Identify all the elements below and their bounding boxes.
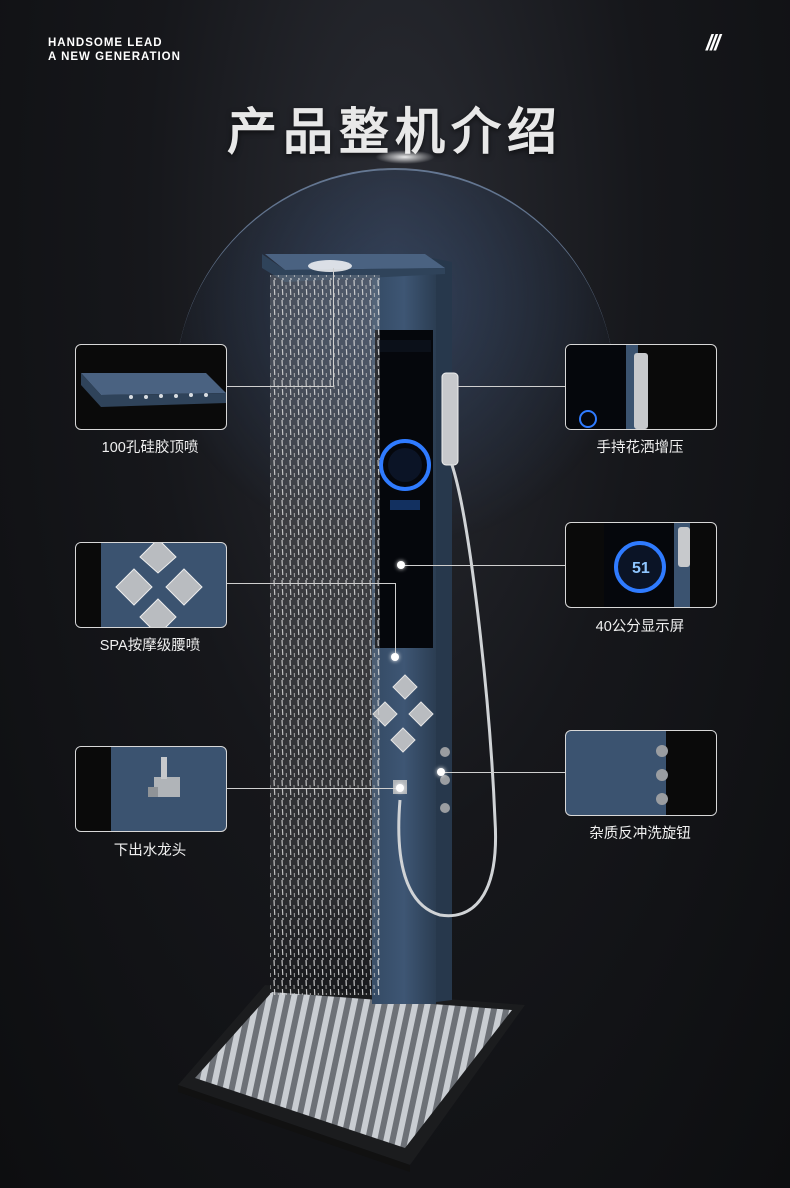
rain-shower-head-icon (81, 373, 226, 407)
connector-line (226, 788, 401, 789)
callout-massage-jets (75, 542, 227, 628)
connector-line (458, 386, 565, 387)
connector-line (226, 386, 334, 387)
caption-bottom-faucet: 下出水龙头 (113, 843, 187, 859)
hand-shower-icon (566, 345, 648, 429)
tagline-line1: HANDSOME LEAD (48, 37, 163, 49)
caption-massage-jets: SPA按摩级腰喷 (99, 638, 201, 654)
callout-bottom-faucet (75, 746, 227, 832)
callout-display-screen: 51 (565, 522, 717, 608)
callout-rain-shower-head (75, 344, 227, 430)
connector-line (395, 583, 396, 657)
caption-flush-knobs: 杂质反冲洗旋钮 (589, 826, 691, 842)
hand-shower (397, 372, 498, 918)
massage-jets-icon (76, 543, 203, 627)
shower-tray (178, 985, 525, 1172)
caption-hand-shower: 手持花洒增压 (596, 440, 684, 456)
slashes-mark: /// (706, 30, 720, 55)
caption-rain-shower-head: 100孔硅胶顶喷 (101, 440, 199, 456)
hotspot-dot (391, 653, 399, 661)
callout-flush-knobs (565, 730, 717, 816)
connector-line (441, 772, 565, 773)
connector-line (226, 583, 396, 584)
connector-line (333, 268, 334, 386)
display-screen-icon: 51 (604, 523, 690, 607)
display-temp: 51 (632, 560, 650, 577)
tagline-line2: A NEW GENERATION (48, 51, 181, 63)
callout-hand-shower (565, 344, 717, 430)
bottom-faucet-icon (76, 747, 180, 831)
hotspot-dot (397, 561, 405, 569)
hotspot-dot (396, 784, 404, 792)
tagline: HANDSOME LEAD A NEW GENERATION (48, 36, 181, 64)
flush-knobs-icon (656, 731, 716, 815)
connector-line (401, 565, 565, 566)
hotspot-dot (437, 768, 445, 776)
title-glow (375, 150, 435, 164)
caption-display-screen: 40公分显示屏 (595, 619, 685, 635)
